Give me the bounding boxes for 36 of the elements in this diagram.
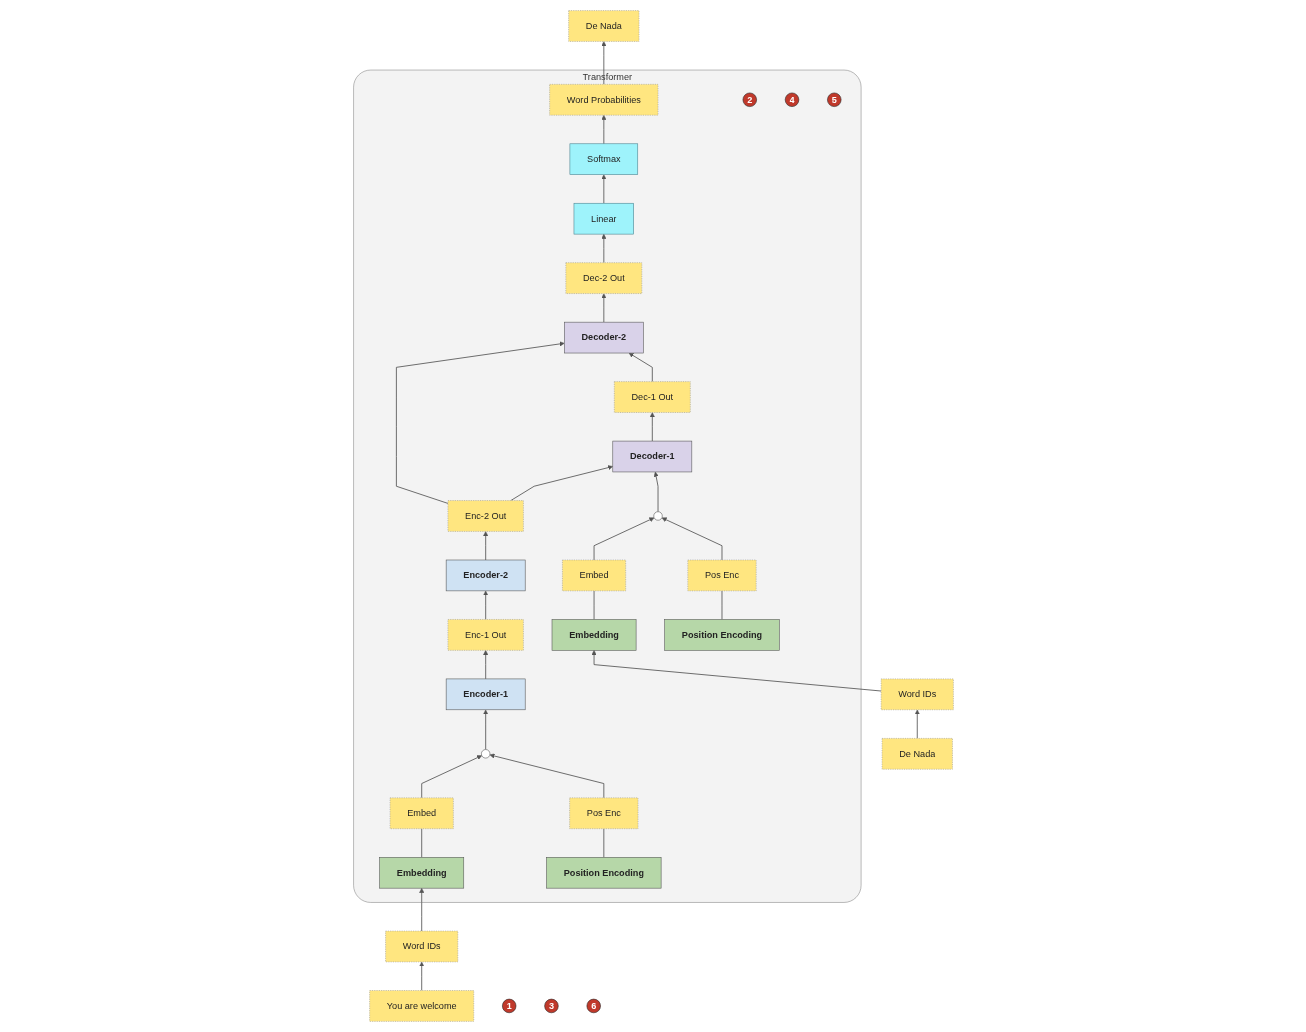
node-box: Enc-2 Out [447, 500, 524, 532]
node-circle: 2 [742, 92, 757, 107]
node-box: Decoder-1 [612, 440, 692, 473]
node-circle [480, 749, 490, 759]
node-box: Embed [389, 797, 454, 829]
node-box: You are welcome [368, 990, 474, 1022]
node-box: Encoder-1 [445, 678, 525, 711]
node-box: De Nada [881, 738, 953, 770]
node-box: Embedding [378, 857, 464, 889]
node-box: Word Probabilities [548, 84, 658, 116]
node-box: Pos Enc [687, 559, 756, 592]
node-box: Decoder-2 [563, 321, 644, 354]
node-box: Pos Enc [568, 797, 638, 829]
node-box: Word IDs [880, 678, 954, 711]
connector [420, 828, 422, 858]
node-circle: 4 [784, 92, 799, 107]
node-box: Dec-1 Out [613, 381, 691, 413]
connector [602, 828, 604, 858]
node-box: Linear [573, 202, 634, 235]
node-circle: 6 [586, 998, 601, 1014]
node-box: Embed [561, 559, 626, 592]
node-box: Position Encoding [545, 857, 661, 889]
node-box: Embedding [551, 619, 636, 651]
node-circle: 1 [501, 998, 516, 1014]
node-box: De Nada [567, 10, 639, 42]
node-circle: 5 [826, 92, 841, 107]
node-circle: 3 [543, 998, 559, 1014]
connector [593, 590, 594, 620]
node-box: Word IDs [384, 930, 458, 963]
node-box: Enc-1 Out [447, 619, 524, 651]
connector [721, 590, 722, 620]
node-box: Softmax [569, 143, 638, 175]
node-box: Position Encoding [663, 619, 780, 651]
node-circle [652, 511, 663, 521]
node-box: Encoder-2 [445, 559, 525, 592]
node-box: Dec-2 Out [565, 262, 642, 294]
